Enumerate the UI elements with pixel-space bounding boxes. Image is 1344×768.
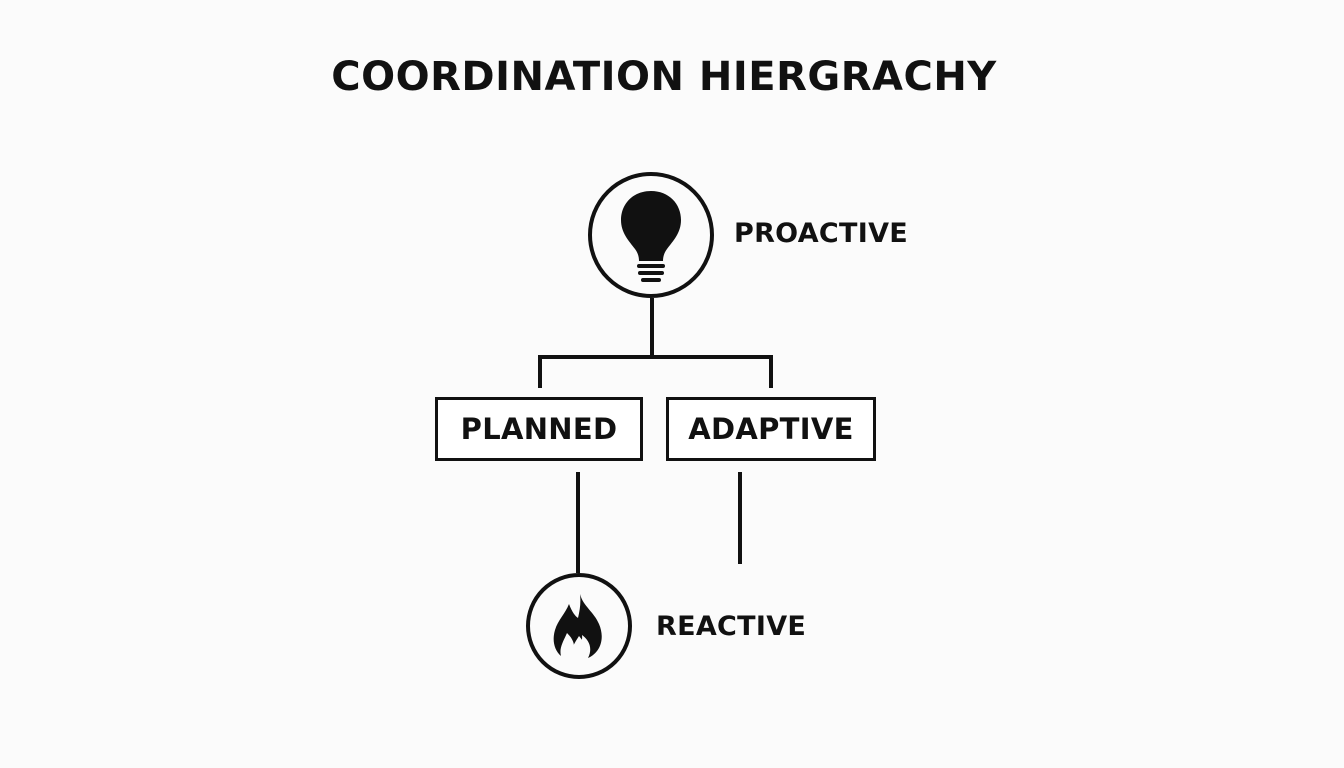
adaptive-label: ADAPTIVE — [688, 412, 854, 446]
proactive-node — [588, 172, 714, 298]
reactive-node — [526, 573, 632, 679]
lightbulb-icon — [621, 191, 681, 282]
planned-label: PLANNED — [460, 412, 618, 446]
planned-box: PLANNED — [435, 397, 643, 461]
fire-icon — [553, 594, 602, 659]
proactive-label: PROACTIVE — [734, 218, 909, 249]
adaptive-box: ADAPTIVE — [666, 397, 876, 461]
reactive-label: REACTIVE — [656, 611, 807, 642]
diagram-title: COORDINATION HIERGRACHY — [331, 54, 997, 100]
